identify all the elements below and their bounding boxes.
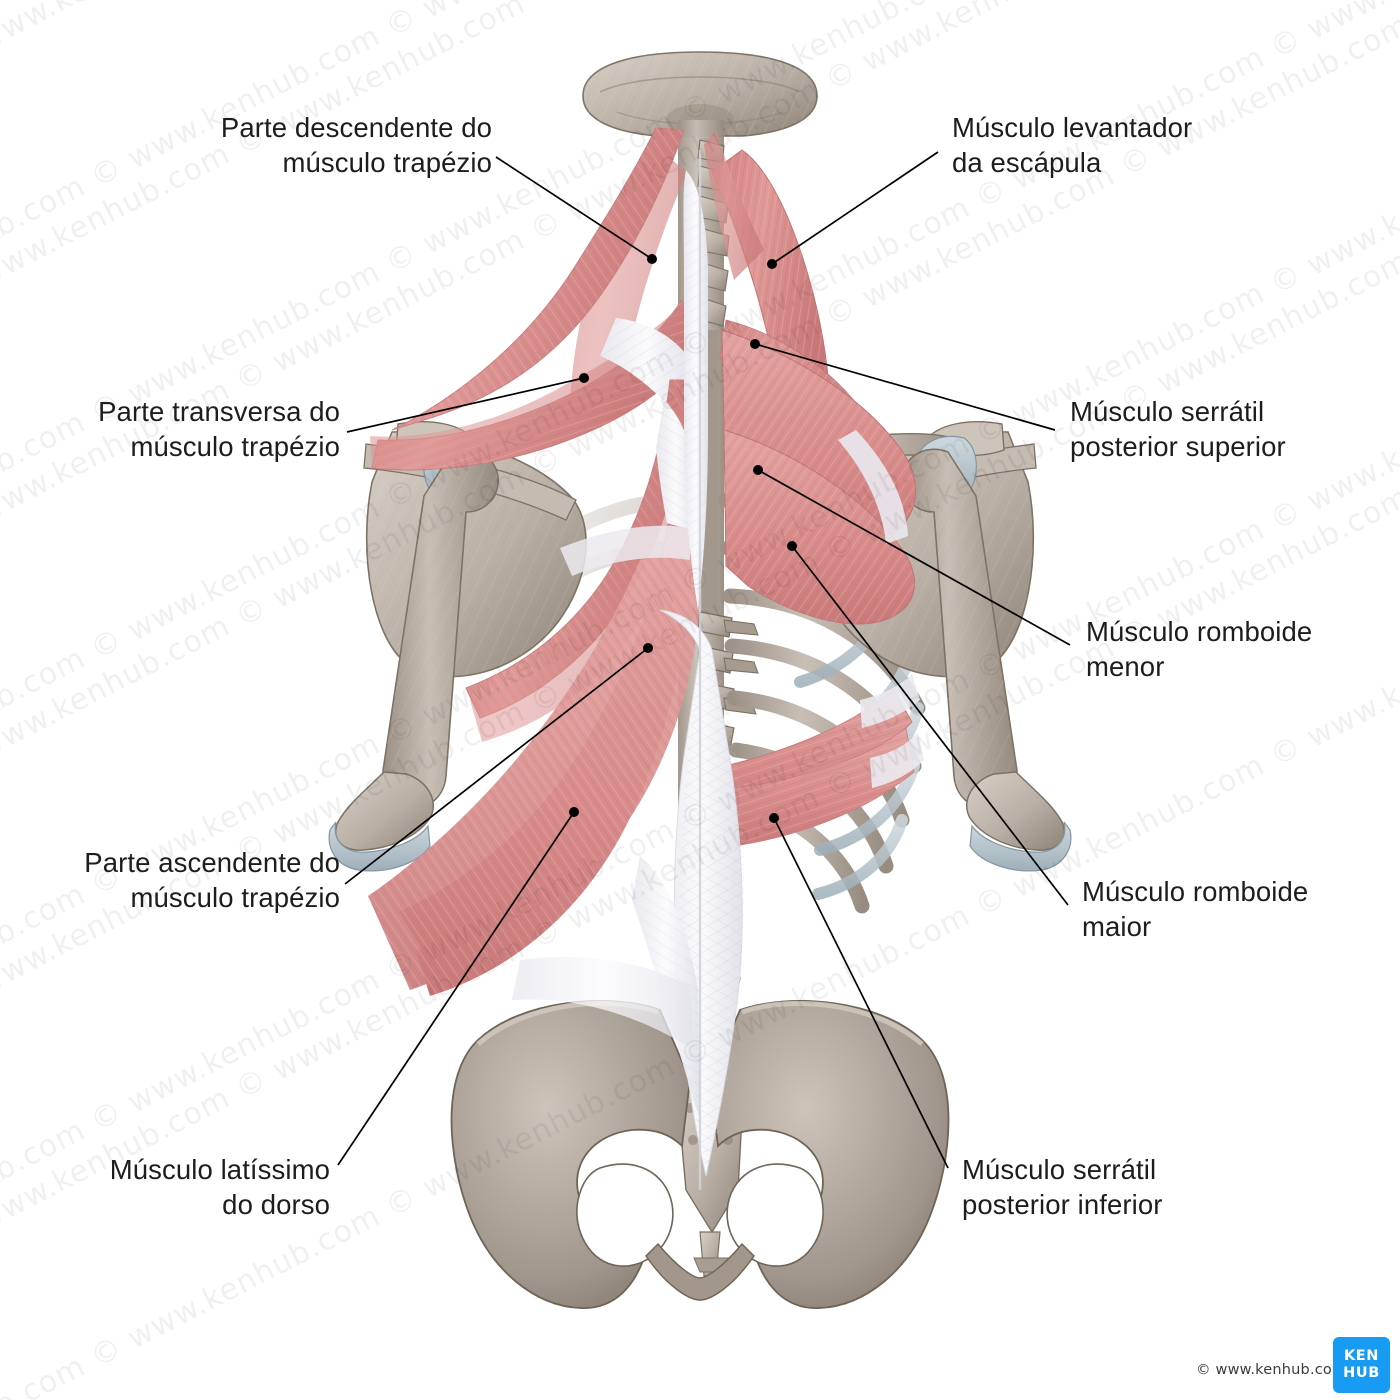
label-musculo-romboide-menor: Músculo romboide menor: [1086, 616, 1313, 683]
trapezius-transverse-part: [370, 296, 692, 471]
label-musculo-latissimo-do-dorso: Músculo latíssimo do dorso: [109, 1154, 330, 1221]
kenhub-logo-line2: HUB: [1343, 1365, 1380, 1381]
label-parte-transversa-trapezio: Parte transversa do músculo trapézio: [98, 396, 340, 463]
kenhub-logo-line1: KEN: [1343, 1348, 1380, 1365]
label-musculo-levantador-escapula: Músculo levantador da escápula: [952, 112, 1193, 179]
skull-base: [582, 51, 818, 137]
copyright-text: © www.kenhub.com: [1196, 1362, 1347, 1378]
label-musculo-serratil-posterior-inferior: Músculo serrátil posterior inferior: [962, 1154, 1163, 1221]
label-parte-descendente-trapezio: Parte descendente do músculo trapézio: [220, 112, 492, 179]
label-musculo-serratil-posterior-superior: Músculo serrátil posterior superior: [1070, 396, 1286, 463]
label-parte-ascendente-trapezio: Parte ascendente do músculo trapézio: [84, 847, 340, 914]
label-musculo-romboide-maior: Músculo romboide maior: [1082, 876, 1309, 943]
kenhub-logo[interactable]: KEN HUB: [1333, 1337, 1390, 1393]
